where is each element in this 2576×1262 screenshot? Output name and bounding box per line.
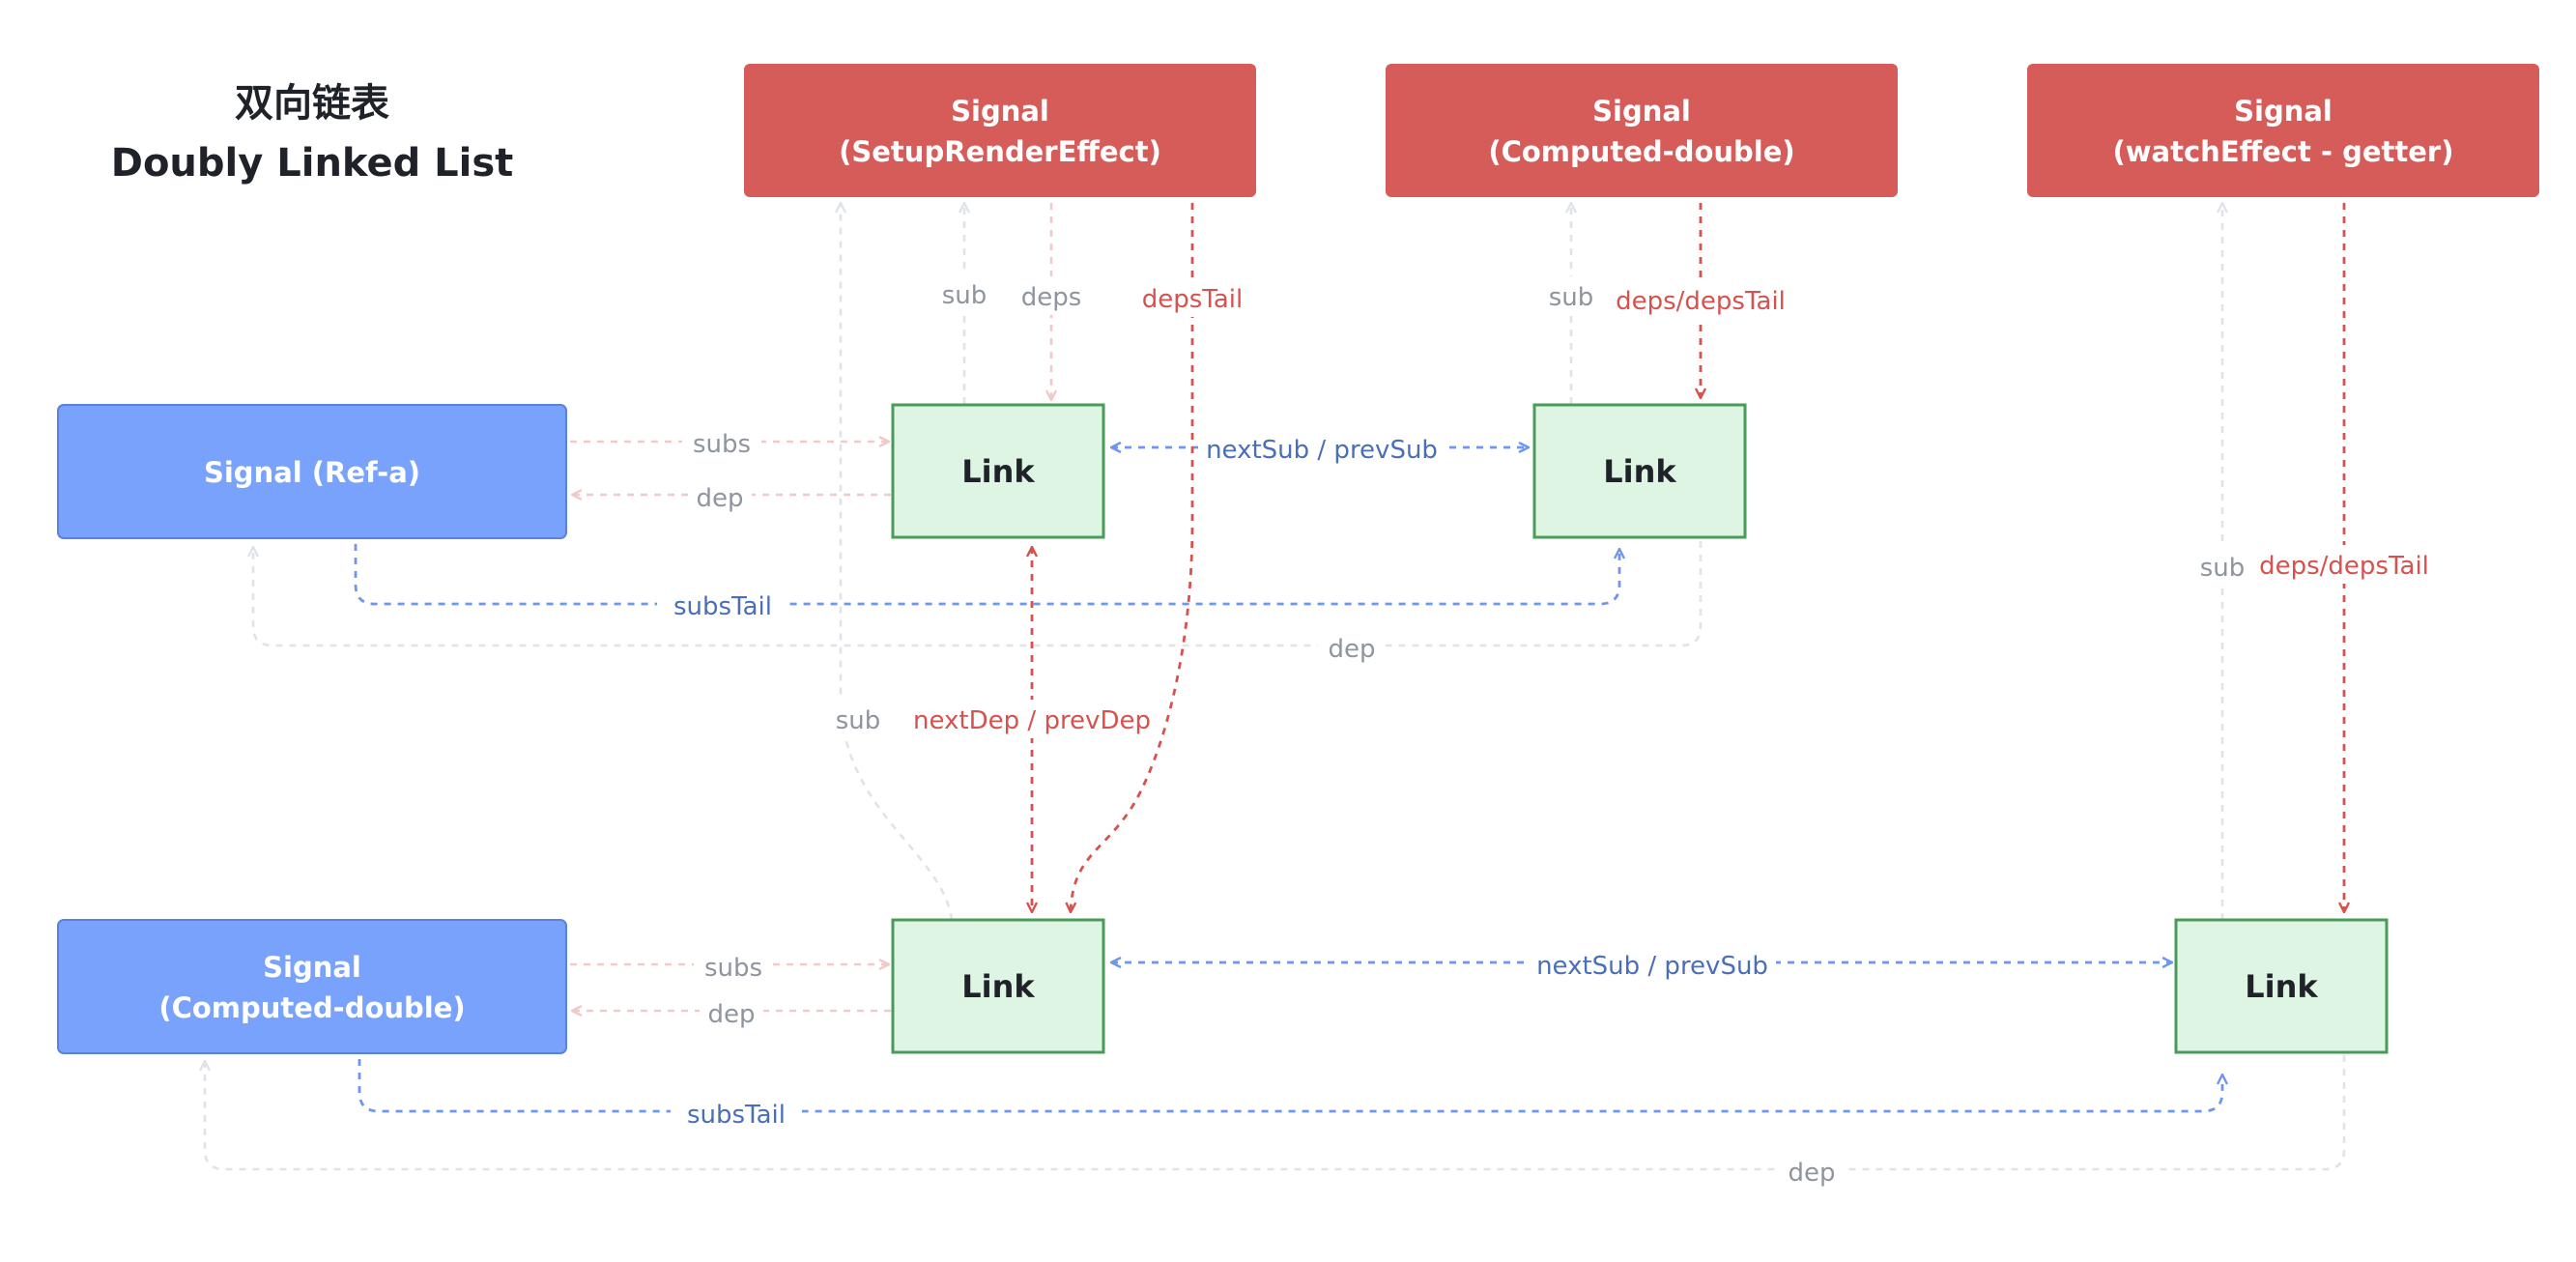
signal-setup-render-effect: Signal (SetupRenderEffect) [744, 64, 1256, 197]
link-bottom-right: Link [2174, 918, 2389, 1054]
link-bottom-left: Link [891, 918, 1105, 1054]
label-deps-tail-watch: deps/depsTail [2259, 552, 2429, 581]
signal-computed-bottom-line1: Signal [263, 951, 361, 984]
label-subs-tail-top: subsTail [673, 592, 772, 621]
signal-setup-line2: (SetupRenderEffect) [839, 135, 1161, 168]
link-bottom-right-label: Link [2245, 968, 2318, 1005]
label-next-sub-top: nextSub / prevSub [1206, 436, 1438, 465]
signal-computed-top-line1: Signal [1592, 95, 1691, 128]
dep-top-right-link-to-ref-a [253, 541, 1703, 647]
label-sub-middle: sub [836, 706, 881, 735]
title-en: Doubly Linked List [111, 141, 514, 186]
signal-watch-line1: Signal [2234, 95, 2333, 128]
signal-watch-effect-getter: Signal (watchEffect - getter) [2027, 64, 2539, 197]
label-dep-bottom: dep [707, 1000, 755, 1029]
deps-tail-setup-to-bottom-left-link [1071, 203, 1194, 912]
label-next-sub-bottom: nextSub / prevSub [1536, 952, 1768, 981]
label-sub-watch: sub [2200, 554, 2246, 583]
link-bottom-left-label: Link [961, 968, 1035, 1005]
label-dep-top-long: dep [1328, 635, 1375, 664]
subs-tail-ref-a-to-top-right-link [354, 544, 1619, 606]
label-deps-setup: deps [1021, 283, 1082, 312]
signal-computed-bottom-line2: (Computed-double) [158, 991, 465, 1024]
title-zh: 双向链表 [235, 81, 389, 126]
label-subs-tail-bottom: subsTail [687, 1101, 786, 1130]
label-deps-tail-setup: depsTail [1142, 285, 1244, 314]
signal-ref-a: Signal (Ref-a) [57, 404, 567, 539]
signal-computed-double-top: Signal (Computed-double) [1386, 64, 1898, 197]
link-top-left: Link [891, 403, 1105, 539]
signal-computed-double-bottom: Signal (Computed-double) [57, 919, 567, 1054]
signal-watch-line2: (watchEffect - getter) [2113, 135, 2454, 168]
signal-ref-a-label: Signal (Ref-a) [204, 456, 420, 489]
label-dep-bottom-long: dep [1788, 1159, 1835, 1188]
signal-computed-top-line2: (Computed-double) [1488, 135, 1794, 168]
sub-bottom-left-link-to-setup [841, 203, 954, 921]
label-dep-top: dep [696, 484, 743, 513]
link-top-right-label: Link [1603, 453, 1676, 490]
label-next-dep: nextDep / prevDep [913, 706, 1151, 735]
edge-labels: sub deps depsTail sub deps/depsTail sub … [657, 274, 2437, 1190]
label-deps-tail-computed: deps/depsTail [1616, 287, 1786, 316]
label-sub-computed: sub [1549, 283, 1594, 312]
dep-bottom-right-link-to-computed [205, 1055, 2346, 1171]
signal-setup-line1: Signal [951, 95, 1049, 128]
label-subs-top: subs [693, 430, 751, 459]
subs-tail-computed-to-bottom-right-link [358, 1059, 2222, 1113]
link-top-right: Link [1532, 403, 1747, 539]
label-sub-setup: sub [942, 281, 987, 310]
label-subs-bottom: subs [704, 954, 762, 983]
link-top-left-label: Link [961, 453, 1035, 490]
